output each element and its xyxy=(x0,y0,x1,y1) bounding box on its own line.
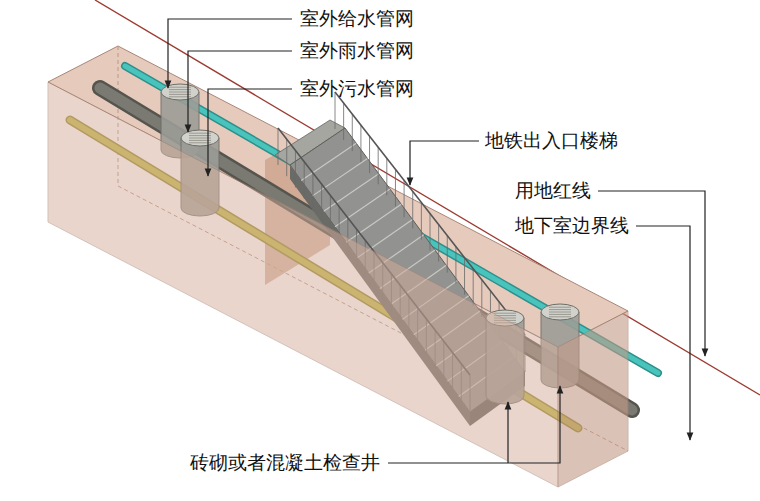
grate-bar xyxy=(549,312,571,313)
callout-label: 室外污水管网 xyxy=(300,78,414,100)
callout-label: 地铁出入口楼梯 xyxy=(485,130,618,152)
baluster xyxy=(421,202,422,239)
grate-bar xyxy=(549,314,571,315)
baluster xyxy=(312,173,313,210)
stair-step xyxy=(335,189,390,227)
baluster xyxy=(430,214,431,251)
stair-step xyxy=(324,174,379,212)
callout-label: 地下室边界线 xyxy=(515,215,629,237)
leader-line xyxy=(636,226,690,440)
baluster xyxy=(438,225,439,262)
callout-label: 室外给水管网 xyxy=(300,8,414,30)
baluster xyxy=(378,147,379,184)
stair-step xyxy=(346,204,401,242)
grate-bar xyxy=(549,307,571,308)
leader-line xyxy=(507,402,508,463)
callout-label: 用地红线 xyxy=(515,180,591,202)
leader-line xyxy=(388,386,560,463)
stair-step xyxy=(301,143,356,180)
callout-label: 砖砌或者混凝土检查井 xyxy=(190,452,380,474)
baluster xyxy=(360,125,361,162)
manhole-cover xyxy=(181,130,219,146)
baluster xyxy=(321,184,322,221)
leader-line xyxy=(208,89,292,176)
baluster xyxy=(404,180,405,217)
baluster xyxy=(412,191,413,228)
leader-lines xyxy=(168,19,705,463)
manhole-cover xyxy=(541,304,579,320)
grate-bar xyxy=(549,309,571,310)
grate-bar xyxy=(494,313,516,314)
baluster xyxy=(473,269,474,306)
baluster xyxy=(386,158,387,195)
leader-line xyxy=(410,141,479,185)
baluster xyxy=(343,103,344,140)
manhole-cover xyxy=(161,84,199,100)
box-front-face xyxy=(48,82,558,487)
baluster xyxy=(369,136,370,173)
box-end-face xyxy=(558,311,628,487)
baluster xyxy=(352,114,353,151)
leader-line xyxy=(188,51,292,132)
baluster xyxy=(447,236,448,273)
baluster xyxy=(304,162,305,199)
stair-step xyxy=(313,159,368,196)
baluster xyxy=(455,247,456,284)
baluster xyxy=(464,258,465,295)
callout-label: 室外雨水管网 xyxy=(300,40,414,62)
baluster xyxy=(395,169,396,206)
leader-line xyxy=(168,19,292,88)
grate-bar xyxy=(549,316,571,317)
baluster xyxy=(295,150,296,187)
baluster xyxy=(330,195,331,232)
baluster xyxy=(286,139,287,176)
baluster xyxy=(278,128,279,165)
